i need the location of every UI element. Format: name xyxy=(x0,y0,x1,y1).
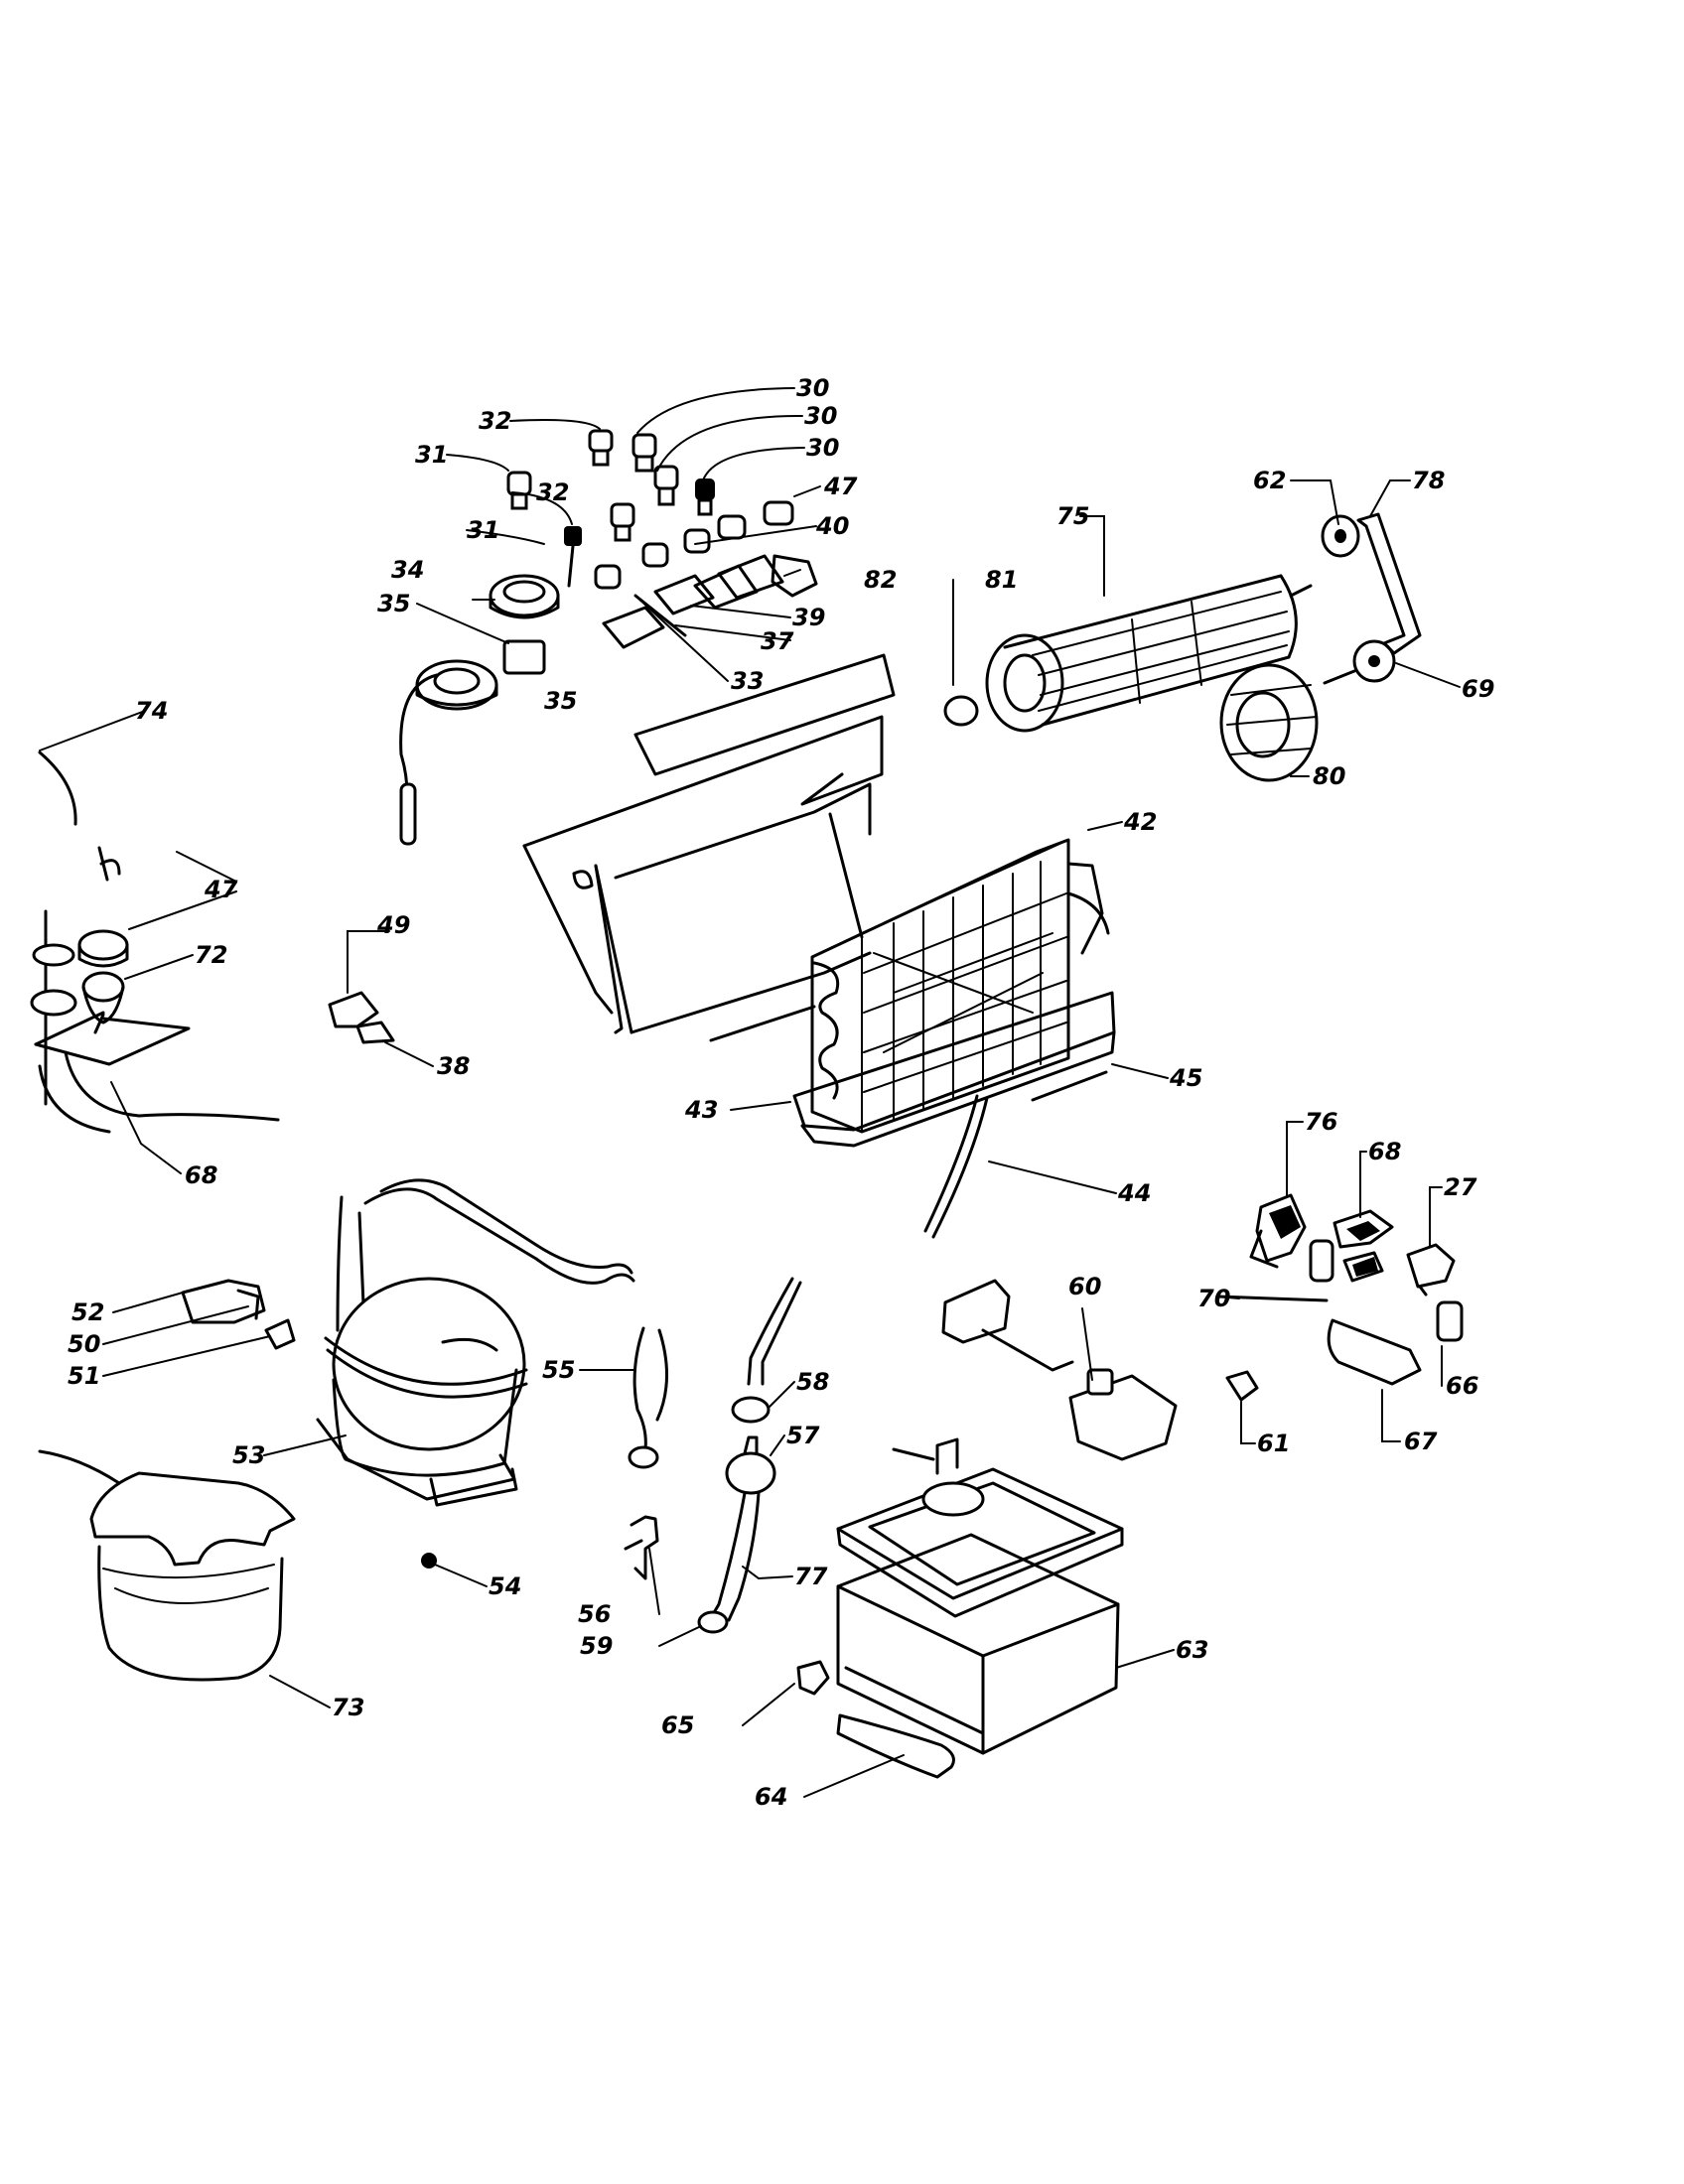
callout-35: 35 xyxy=(544,687,578,715)
callout-57: 57 xyxy=(786,1422,820,1449)
callout-35: 35 xyxy=(377,590,411,617)
callout-37: 37 xyxy=(761,627,794,655)
float-switch xyxy=(941,1279,1178,1461)
bracket-49-38 xyxy=(328,991,395,1044)
callout-62: 62 xyxy=(1253,467,1287,494)
callout-38: 38 xyxy=(437,1052,471,1080)
callout-69: 69 xyxy=(1462,675,1495,703)
callout-27: 27 xyxy=(1444,1173,1477,1201)
drain-pan xyxy=(836,1437,1124,1755)
callout-56: 56 xyxy=(578,1600,612,1628)
float-parts xyxy=(796,1660,955,1779)
switch-parts xyxy=(602,554,818,649)
callout-31: 31 xyxy=(415,441,449,469)
callout-34: 34 xyxy=(391,556,425,584)
tube-55 xyxy=(421,1326,668,1569)
leader-lines xyxy=(39,387,1461,1798)
compressor-cover xyxy=(38,1449,296,1682)
callout-74: 74 xyxy=(135,697,169,725)
callout-45: 45 xyxy=(1170,1064,1203,1092)
callout-40: 40 xyxy=(816,512,850,540)
callout-59: 59 xyxy=(580,1632,614,1660)
callout-67: 67 xyxy=(1404,1428,1438,1455)
callout-58: 58 xyxy=(796,1368,830,1396)
callout-76: 76 xyxy=(1305,1108,1338,1136)
callout-82: 82 xyxy=(864,566,898,594)
callout-42: 42 xyxy=(1124,808,1158,836)
callout-60: 60 xyxy=(1068,1273,1102,1300)
callout-68: 68 xyxy=(185,1161,218,1189)
callout-68: 68 xyxy=(1368,1138,1402,1165)
electrical-parts xyxy=(1215,1193,1464,1402)
callout-32: 32 xyxy=(536,478,570,506)
callout-61: 61 xyxy=(1257,1430,1291,1457)
callout-49: 49 xyxy=(377,911,411,939)
callout-43: 43 xyxy=(685,1096,719,1124)
callout-50: 50 xyxy=(68,1330,101,1358)
callout-70: 70 xyxy=(1197,1285,1231,1312)
callout-39: 39 xyxy=(792,604,826,631)
drain-parts xyxy=(624,1277,802,1634)
callout-51: 51 xyxy=(68,1362,101,1390)
callout-44: 44 xyxy=(1118,1179,1152,1207)
callout-81: 81 xyxy=(985,566,1019,594)
relay-52-50-51 xyxy=(181,1279,296,1350)
callout-52: 52 xyxy=(71,1298,105,1326)
callout-65: 65 xyxy=(661,1711,695,1739)
knob-parts xyxy=(506,429,794,590)
callout-30: 30 xyxy=(796,374,830,402)
callout-54: 54 xyxy=(489,1572,522,1600)
callout-75: 75 xyxy=(1056,502,1090,530)
callout-31: 31 xyxy=(467,516,500,544)
callout-80: 80 xyxy=(1313,762,1346,790)
callout-47: 47 xyxy=(205,876,238,903)
left-top-assembly xyxy=(30,751,280,1134)
compressor xyxy=(316,1178,635,1507)
housing xyxy=(522,653,896,1042)
callout-32: 32 xyxy=(479,407,512,435)
callout-47: 47 xyxy=(824,473,858,500)
callout-64: 64 xyxy=(755,1783,788,1811)
callout-53: 53 xyxy=(232,1441,266,1469)
callout-78: 78 xyxy=(1412,467,1446,494)
evaporator-coil xyxy=(792,838,1116,1239)
callout-63: 63 xyxy=(1176,1636,1209,1664)
callout-77: 77 xyxy=(794,1563,828,1590)
callout-30: 30 xyxy=(804,402,838,430)
callout-30: 30 xyxy=(806,434,840,462)
blower-wheel xyxy=(943,512,1422,782)
callout-72: 72 xyxy=(195,941,228,969)
callout-33: 33 xyxy=(731,667,765,695)
callout-55: 55 xyxy=(542,1356,576,1384)
callout-73: 73 xyxy=(332,1694,365,1721)
callout-66: 66 xyxy=(1446,1372,1479,1400)
timer-parts xyxy=(399,574,560,846)
